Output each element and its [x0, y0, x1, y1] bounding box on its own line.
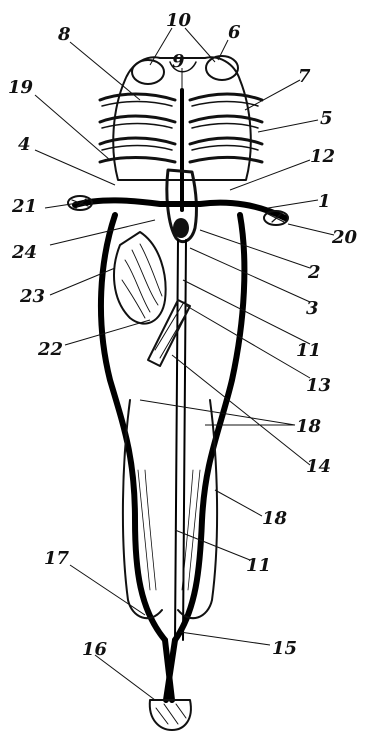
label-11-upper: 11	[296, 340, 321, 361]
label-8: 8	[57, 24, 71, 45]
label-24: 24	[11, 242, 37, 263]
label-18-upper: 18	[296, 416, 322, 437]
label-13: 13	[306, 375, 331, 396]
label-21: 21	[11, 196, 37, 217]
left-gill-arches	[100, 94, 175, 162]
label-3: 3	[306, 298, 319, 319]
label-23: 23	[19, 286, 45, 307]
label-11-lower: 11	[246, 555, 271, 576]
label-16: 16	[82, 639, 108, 660]
label-9: 9	[172, 51, 185, 72]
label-19: 19	[8, 77, 34, 98]
label-10: 10	[166, 10, 192, 31]
label-18-lower: 18	[262, 508, 288, 529]
label-12: 12	[310, 146, 335, 167]
tail-terminal	[150, 700, 191, 730]
label-1: 1	[318, 191, 331, 212]
body-vessels	[101, 215, 244, 700]
heart-chamber	[173, 218, 189, 238]
label-7: 7	[298, 66, 311, 87]
liver-mass	[114, 232, 166, 324]
left-olfactory-lobe	[132, 60, 164, 84]
label-4: 4	[18, 134, 31, 155]
label-22: 22	[37, 339, 63, 360]
label-5: 5	[320, 108, 333, 129]
label-20: 20	[331, 227, 358, 248]
label-15: 15	[272, 638, 297, 659]
label-6: 6	[228, 22, 241, 43]
intestine-segment	[148, 300, 190, 366]
label-2: 2	[307, 262, 321, 283]
label-14: 14	[306, 456, 331, 477]
label-17: 17	[44, 548, 70, 569]
